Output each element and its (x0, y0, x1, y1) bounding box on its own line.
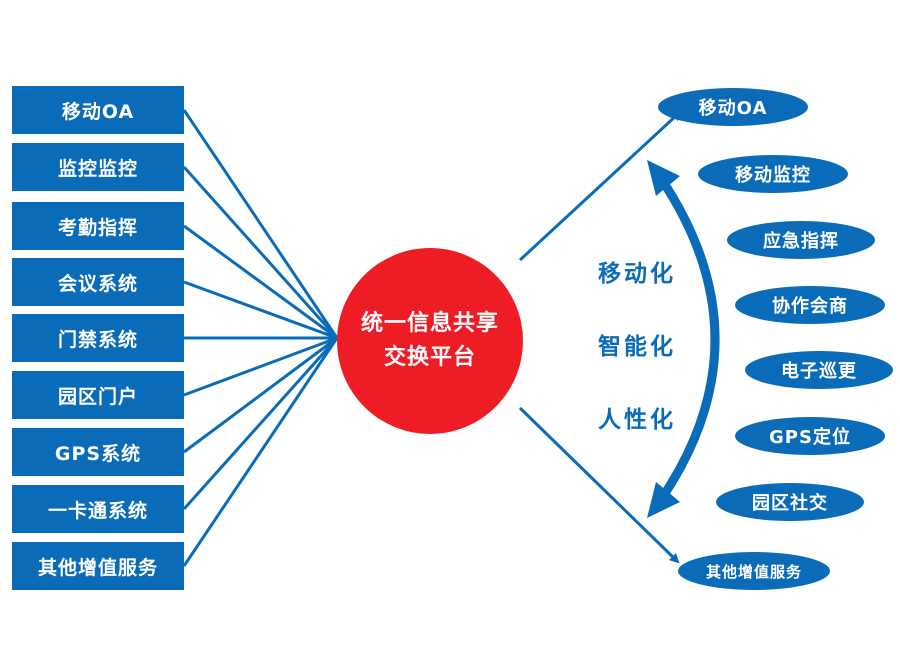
right-oval-park-social[interactable]: 园区社交 (716, 483, 864, 521)
right-oval-value-added[interactable]: 其他增值服务 (678, 552, 830, 590)
feature-mobile: 移动化 (598, 261, 676, 287)
connector-left-6 (183, 336, 338, 397)
center-title-line2: 交换平台 (383, 345, 476, 370)
center-platform-circle: 统一信息共享 交换平台 (337, 248, 523, 434)
right-oval-gps-location[interactable]: GPS定位 (735, 417, 885, 455)
arrow-top-right (518, 110, 682, 262)
connector-left-2 (182, 165, 339, 340)
curved-double-arrow (658, 177, 720, 501)
left-box-attendance[interactable]: 考勤指挥 (12, 202, 184, 250)
left-box-access-control[interactable]: 门禁系统 (12, 314, 184, 362)
connector-left-7 (183, 336, 338, 454)
left-box-gps[interactable]: GPS系统 (12, 428, 184, 476)
connector-left-8 (182, 336, 339, 511)
curved-arrow-head-bottom (647, 482, 680, 518)
right-oval-mobile-monitoring[interactable]: 移动监控 (698, 155, 848, 193)
left-box-meeting[interactable]: 会议系统 (12, 258, 184, 306)
left-box-smart-card[interactable]: 一卡通系统 (12, 485, 184, 533)
left-box-park-portal[interactable]: 园区门户 (12, 371, 184, 419)
left-box-value-added[interactable]: 其他增值服务 (12, 542, 184, 590)
right-oval-emergency-command[interactable]: 应急指挥 (727, 221, 875, 259)
feature-intelligent: 智能化 (598, 334, 676, 360)
connector-left-3 (183, 224, 338, 340)
right-oval-patrol[interactable]: 电子巡更 (745, 351, 893, 389)
feature-humanized: 人性化 (598, 407, 676, 433)
curved-arrow-head-top (647, 160, 680, 196)
connector-left-9 (182, 337, 339, 567)
arrow-bottom-right (518, 406, 680, 564)
connector-left-1 (182, 109, 339, 339)
center-title-line1: 统一信息共享 (360, 311, 499, 336)
right-oval-mobile-oa[interactable]: 移动OA (658, 88, 808, 126)
right-oval-collaboration[interactable]: 协作会商 (735, 286, 885, 324)
connector-left-4 (183, 280, 338, 340)
left-box-monitoring[interactable]: 监控监控 (12, 143, 184, 191)
left-box-mobile-oa[interactable]: 移动OA (12, 86, 184, 134)
